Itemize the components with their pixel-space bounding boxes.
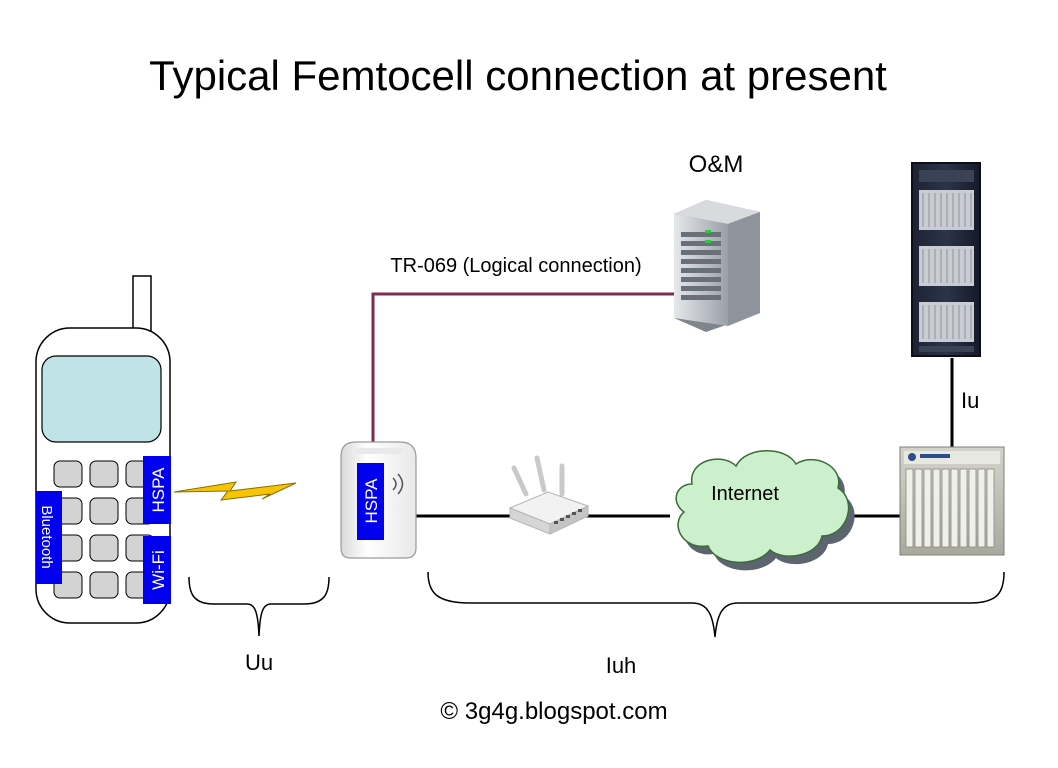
om-label: O&M: [689, 151, 744, 178]
femto-hspa-tag: [357, 463, 384, 540]
mobile-phone-icon: Bluetooth HSPA Wi-Fi: [35, 275, 171, 624]
phone-hspa-tag: [143, 456, 171, 524]
phone-wifi-label: Wi-Fi: [149, 550, 168, 590]
tr069-line: [371, 292, 676, 448]
uu-brace: [188, 576, 330, 637]
radio-link-bolt-icon: [173, 481, 297, 501]
diagram-title: Typical Femtocell connection at present: [149, 52, 887, 99]
phone-hspa-label: HSPA: [149, 467, 168, 513]
femto-gateway-icon: [899, 446, 1005, 556]
femtocell-icon: HSPA: [340, 441, 417, 559]
iuh-label: Iuh: [606, 653, 637, 678]
internet-label: Internet: [711, 483, 779, 505]
uu-label: Uu: [245, 650, 273, 675]
internet-cloud-icon: Internet: [675, 450, 855, 571]
femto-hspa-label: HSPA: [362, 478, 381, 524]
phone-screen: [41, 355, 162, 443]
om-server-icon: [674, 200, 760, 332]
phone-bluetooth-tag: [36, 491, 62, 584]
iuh-brace: [427, 571, 1005, 638]
phone-wifi-tag: [143, 536, 171, 604]
copyright-footer: © 3g4g.blogspot.com: [440, 698, 667, 725]
phone-bluetooth-label: Bluetooth: [38, 505, 55, 568]
iu-label: Iu: [961, 388, 979, 413]
broadband-router-icon: [508, 455, 590, 535]
tr069-label: TR-069 (Logical connection): [390, 255, 641, 277]
core-network-rack-icon: [911, 162, 981, 357]
